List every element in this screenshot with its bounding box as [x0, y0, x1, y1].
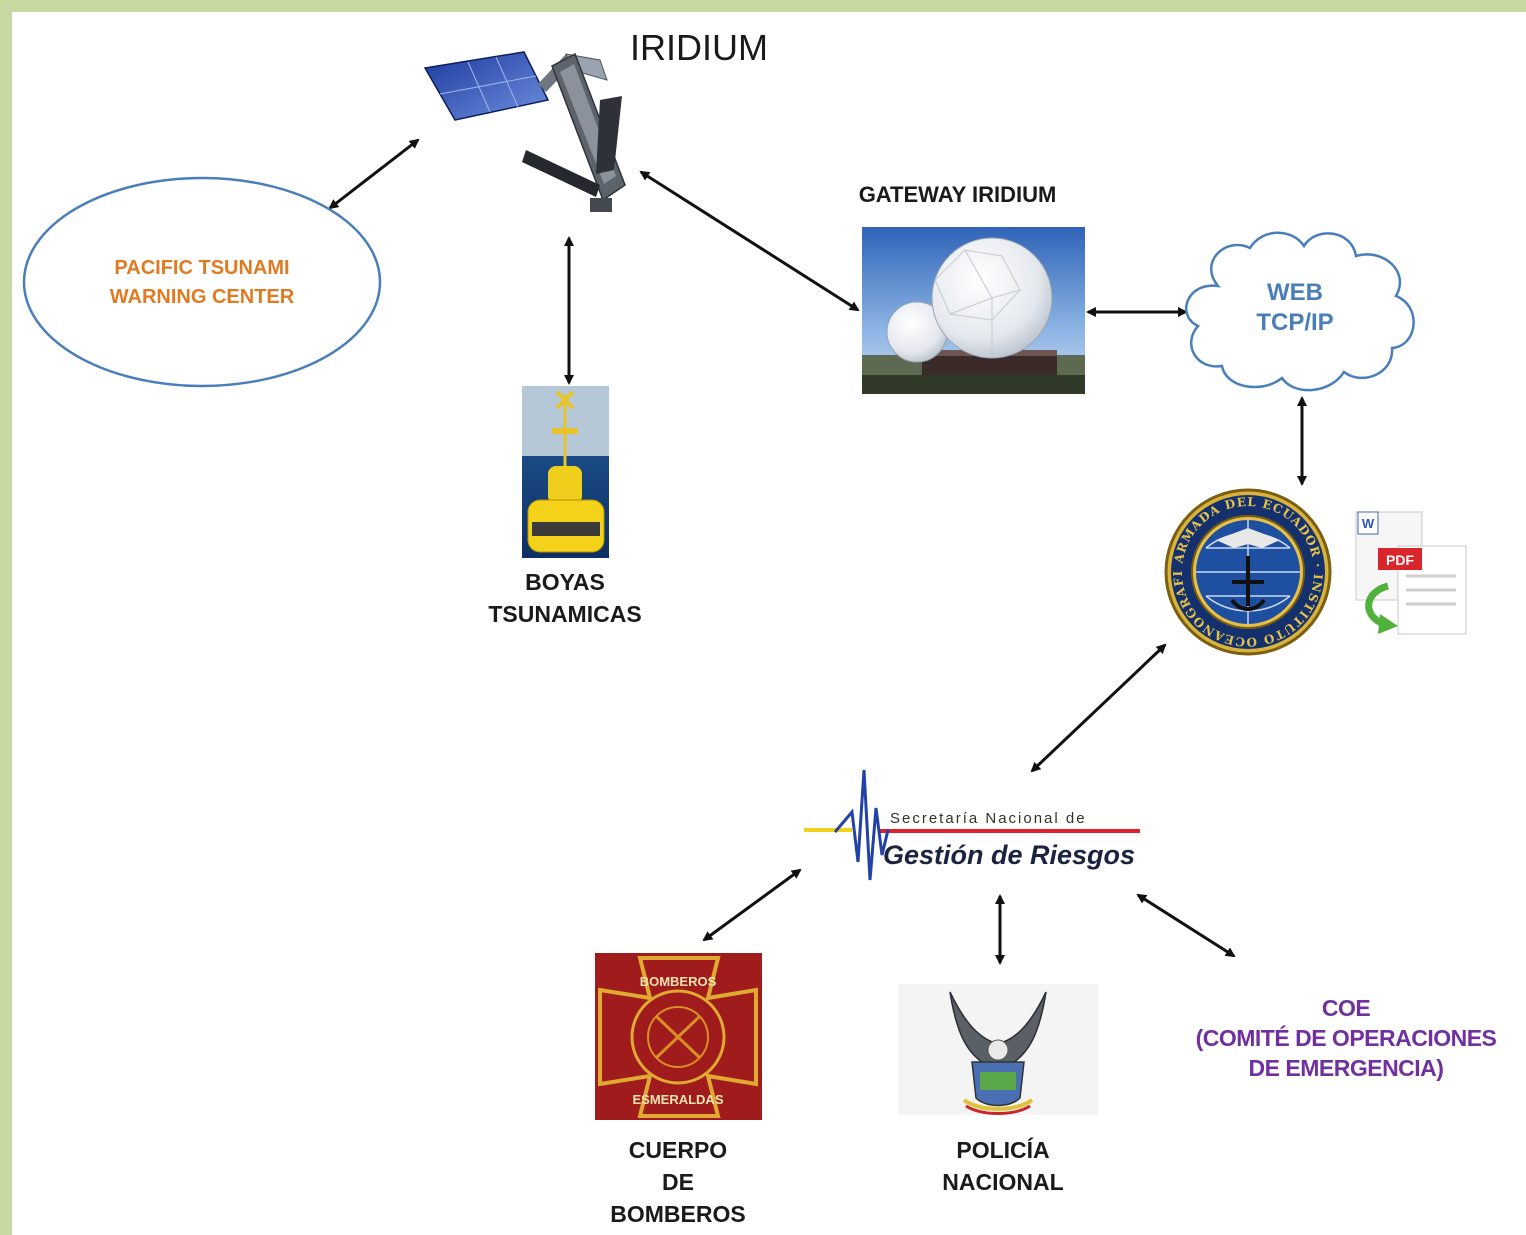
word-badge-text: W	[1362, 516, 1375, 531]
boyas-label: BOYAS TSUNAMICAS	[488, 569, 642, 627]
bomberos-badge-bottom-text: ESMERALDAS	[632, 1092, 723, 1107]
iridium-satellite-image	[423, 51, 626, 212]
arrow-satellite-gateway	[639, 170, 860, 312]
bomberos-label: CUERPO DE BOMBEROS	[610, 1137, 746, 1227]
snr-line2: Gestión de Riesgos	[883, 840, 1135, 870]
gateway-iridium-image	[862, 227, 1085, 394]
iridium-title: IRIDIUM	[630, 27, 768, 68]
bomberos-badge-top-text: BOMBEROS	[640, 974, 717, 989]
web-cloud-shape	[1185, 231, 1415, 392]
ptwc-ellipse	[22, 176, 382, 388]
documents-icon: W PDF	[1355, 511, 1467, 635]
policia-badge-image	[898, 984, 1098, 1115]
ptwc-label: PACIFIC TSUNAMI WARNING CENTER	[109, 257, 295, 308]
gateway-label: GATEWAY IRIDIUM	[858, 182, 1057, 207]
policia-label: POLICÍA NACIONAL	[942, 1137, 1064, 1195]
arrow-snr-coe	[1136, 893, 1236, 958]
connector-arrows	[328, 138, 1307, 965]
snr-line1: Secretaría Nacional de	[890, 810, 1087, 827]
arrow-snr-bomberos	[702, 868, 802, 942]
snr-logo: Secretaría Nacional de Gestión de Riesgo…	[804, 769, 1140, 881]
tsunami-buoy-image	[522, 386, 609, 558]
web-label: WEB TCP/IP	[1256, 279, 1334, 336]
arrow-satellite-ptwc	[328, 138, 420, 210]
arrow-inocar-snr	[1030, 643, 1167, 773]
coe-label: COE (COMITÉ DE OPERACIONES DE EMERGENCIA…	[1195, 995, 1497, 1081]
pdf-badge-text: PDF	[1386, 552, 1414, 568]
bomberos-badge-image: BOMBEROS ESMERALDAS	[595, 953, 762, 1120]
